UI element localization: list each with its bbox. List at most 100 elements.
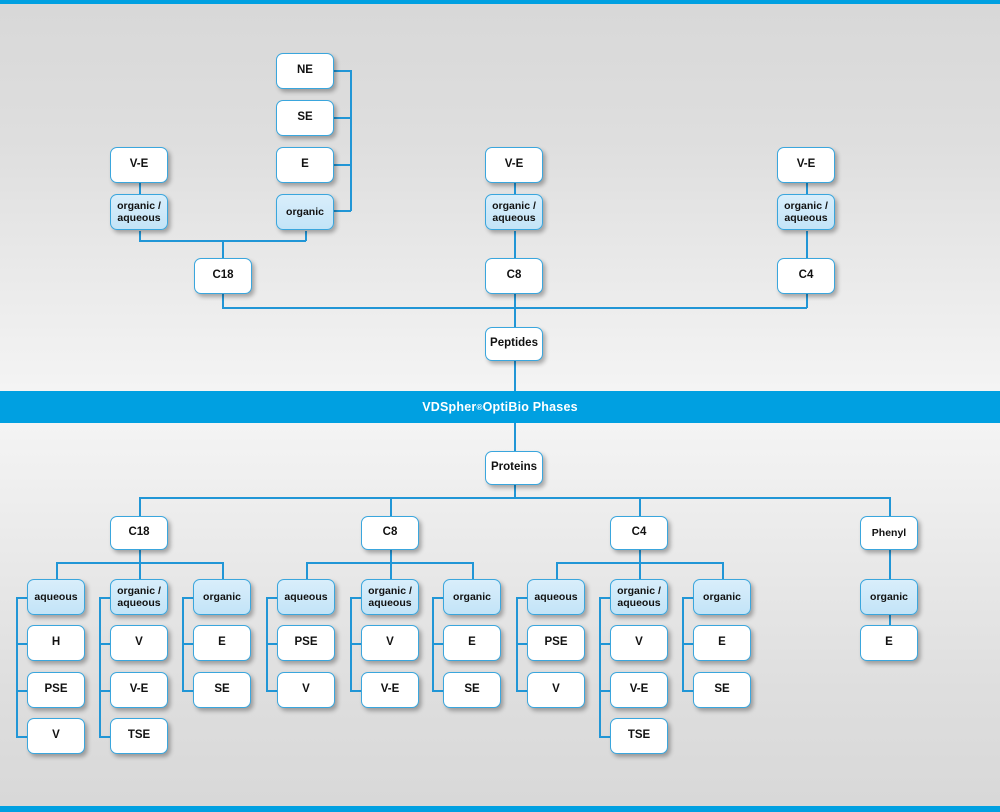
node-pro-c18-aq-item-1[interactable]: H <box>27 625 85 661</box>
node-peptides-c8-ve[interactable]: V-E <box>485 147 543 183</box>
label-line-2: aqueous <box>117 597 161 609</box>
connector-se-stub <box>334 117 351 119</box>
connector-pro-c18-down <box>139 550 141 563</box>
node-pro-c18-oa-item-3[interactable]: TSE <box>110 718 168 754</box>
connector-c4-to-bus <box>806 294 808 308</box>
connector-bus-to-peptides <box>514 307 516 327</box>
node-pro-phenyl-organic[interactable]: organic <box>860 579 918 615</box>
node-pro-c18-org-item-1[interactable]: E <box>193 625 251 661</box>
node-peptides-c18-organic-aqueous[interactable]: organic / aqueous <box>110 194 168 230</box>
node-pro-c18-aqueous[interactable]: aqueous <box>27 579 85 615</box>
node-pro-c8-organic-aqueous[interactable]: organic / aqueous <box>361 579 419 615</box>
node-proteins-root[interactable]: Proteins <box>485 451 543 485</box>
connector-pro-c8-fan-org <box>472 562 474 579</box>
connector-pro-c18-oa-2 <box>99 690 111 692</box>
label-line-1: organic / <box>492 199 536 212</box>
node-peptides-c8[interactable]: C8 <box>485 258 543 294</box>
node-pro-c18-organic[interactable]: organic <box>193 579 251 615</box>
connector-bus-to-pro-c18 <box>139 497 141 516</box>
connector-c18-merge-drop <box>222 240 224 259</box>
connector-c4-oa-to-c4 <box>806 231 808 259</box>
connector-pro-c8-fan-oa <box>390 562 392 579</box>
node-pro-c8-aq-item-2[interactable]: V <box>277 672 335 708</box>
connector-c8-oa-to-c8 <box>514 231 516 259</box>
node-proteins-c4[interactable]: C4 <box>610 516 668 550</box>
connector-pro-c8-fan-aq <box>306 562 308 579</box>
node-peptides-c4-organic-aqueous[interactable]: organic / aqueous <box>777 194 835 230</box>
node-pro-phenyl-org-item-1[interactable]: E <box>860 625 918 661</box>
label-line-2: aqueous <box>492 212 536 224</box>
connector-pro-c4-down <box>639 550 641 563</box>
node-peptides-c4-ve[interactable]: V-E <box>777 147 835 183</box>
node-peptides-c18[interactable]: C18 <box>194 258 252 294</box>
node-peptides-c18-ve[interactable]: V-E <box>110 147 168 183</box>
node-pro-c4-oa-item-3[interactable]: TSE <box>610 718 668 754</box>
node-pro-c8-org-item-1[interactable]: E <box>443 625 501 661</box>
connector-bus-to-pro-c4 <box>639 497 641 516</box>
connector-pro-c18-oa-3 <box>99 736 111 738</box>
connector-pro-c18-org-head <box>182 597 194 599</box>
node-proteins-phenyl[interactable]: Phenyl <box>860 516 918 550</box>
connector-c8-ve-to-oa <box>514 181 516 196</box>
node-pro-c18-oa-item-2[interactable]: V-E <box>110 672 168 708</box>
connector-c18-oa-down <box>139 231 141 241</box>
node-pro-c4-aq-item-2[interactable]: V <box>527 672 585 708</box>
connector-pro-c4-aq-1 <box>516 643 528 645</box>
connector-ne-stub <box>334 70 351 72</box>
connector-pro-c18-fan-oa <box>139 562 141 579</box>
node-pro-c8-organic[interactable]: organic <box>443 579 501 615</box>
connector-pro-c8-org-1 <box>432 643 444 645</box>
node-pro-c8-aq-item-1[interactable]: PSE <box>277 625 335 661</box>
node-pro-c4-org-item-2[interactable]: SE <box>693 672 751 708</box>
node-pro-c18-aq-item-2[interactable]: PSE <box>27 672 85 708</box>
node-pro-c4-aq-item-1[interactable]: PSE <box>527 625 585 661</box>
node-pro-c8-oa-item-1[interactable]: V <box>361 625 419 661</box>
node-proteins-c8[interactable]: C8 <box>361 516 419 550</box>
connector-pro-c18-fan-org <box>222 562 224 579</box>
node-pro-c18-org-item-2[interactable]: SE <box>193 672 251 708</box>
node-peptides-c18-e[interactable]: E <box>276 147 334 183</box>
node-peptides-c18-organic[interactable]: organic <box>276 194 334 230</box>
connector-pro-c4-fan-aq <box>556 562 558 579</box>
node-pro-c4-aqueous[interactable]: aqueous <box>527 579 585 615</box>
node-pro-c4-organic[interactable]: organic <box>693 579 751 615</box>
connector-pro-c18-aq-bus <box>16 597 18 736</box>
node-peptides-root[interactable]: Peptides <box>485 327 543 361</box>
node-pro-c4-oa-item-1[interactable]: V <box>610 625 668 661</box>
connector-pro-c18-aq-2 <box>16 690 28 692</box>
node-pro-c18-oa-item-1[interactable]: V <box>110 625 168 661</box>
connector-pro-c8-oa-2 <box>350 690 362 692</box>
node-peptides-c8-organic-aqueous[interactable]: organic / aqueous <box>485 194 543 230</box>
connector-pro-c4-org-1 <box>682 643 694 645</box>
node-pro-c18-aq-item-3[interactable]: V <box>27 718 85 754</box>
node-proteins-c18[interactable]: C18 <box>110 516 168 550</box>
node-pro-c4-org-item-1[interactable]: E <box>693 625 751 661</box>
connector-banner-to-proteins <box>514 423 516 451</box>
node-pro-c4-oa-item-2[interactable]: V-E <box>610 672 668 708</box>
connector-organic-stub <box>334 210 351 212</box>
connector-pro-c4-aq-2 <box>516 690 528 692</box>
node-pro-c4-organic-aqueous[interactable]: organic / aqueous <box>610 579 668 615</box>
label-line-1: organic / <box>117 199 161 212</box>
connector-pro-c4-org-head <box>682 597 694 599</box>
label-line-2: aqueous <box>784 212 828 224</box>
node-pro-c18-organic-aqueous[interactable]: organic / aqueous <box>110 579 168 615</box>
connector-c18-ve-to-oa <box>139 181 141 196</box>
node-pro-c8-oa-item-2[interactable]: V-E <box>361 672 419 708</box>
connector-pro-c18-aq-3 <box>16 736 28 738</box>
node-peptides-c4[interactable]: C4 <box>777 258 835 294</box>
node-pro-c8-aqueous[interactable]: aqueous <box>277 579 335 615</box>
connector-proteins-bus <box>139 497 890 499</box>
node-pro-c8-org-item-2[interactable]: SE <box>443 672 501 708</box>
node-peptides-c18-ne[interactable]: NE <box>276 53 334 89</box>
connector-pro-c18-fan-aq <box>56 562 58 579</box>
banner-brand: VDSpher <box>422 400 477 414</box>
top-accent-bar <box>0 0 1000 4</box>
connector-pro-c18-aq-1 <box>16 643 28 645</box>
connector-c8-to-bus <box>514 294 516 308</box>
label-line-2: aqueous <box>368 597 412 609</box>
connector-peptides-to-banner <box>514 361 516 393</box>
connector-pro-c4-oa-head <box>599 597 611 599</box>
node-peptides-c18-se[interactable]: SE <box>276 100 334 136</box>
